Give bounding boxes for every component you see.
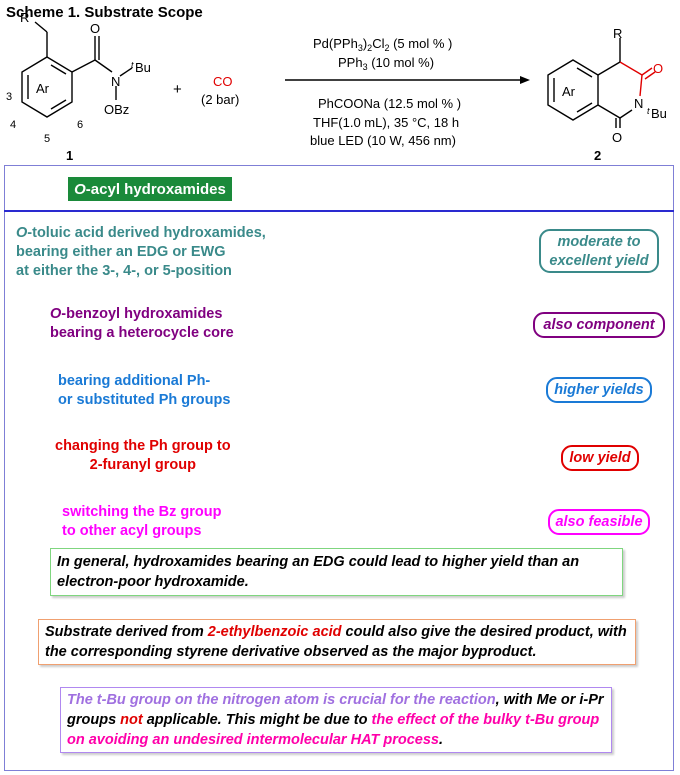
row-furanyl-description: changing the Ph group to 2-furanyl group xyxy=(55,438,231,473)
row-toluic-description: O-toluic acid derived hydroxamides, bear… xyxy=(16,225,266,279)
product-o2-label: O xyxy=(612,130,622,145)
product-2 xyxy=(547,38,633,128)
note-ethylbenzoic: Substrate derived from 2-ethylbenzoic ac… xyxy=(38,619,636,665)
position-5: 5 xyxy=(44,133,50,145)
compound-1-label: 1 xyxy=(66,148,73,163)
substrate-1 xyxy=(21,21,133,118)
plus-sign: + xyxy=(173,81,182,98)
substrate-tbu-label: Bu xyxy=(135,60,151,75)
product-t-label: t xyxy=(647,106,650,116)
co-reagent: CO xyxy=(213,74,233,89)
condition-ligand: PPh3 (10 mol %) xyxy=(338,55,434,72)
product-ar-label: Ar xyxy=(562,84,576,99)
note-edg: In general, hydroxamides bearing an EDG … xyxy=(50,548,623,596)
substrate-obz-label: OBz xyxy=(104,102,129,117)
product-n-label: N xyxy=(634,96,643,111)
o-acyl-hydroxamides-tag: O-acyl hydroxamides xyxy=(68,177,232,201)
badge-also-component: also component xyxy=(533,312,665,338)
substrate-r-label: R xyxy=(20,10,29,25)
product-r-label: R xyxy=(613,26,622,41)
position-4: 4 xyxy=(10,119,16,131)
compound-2-label: 2 xyxy=(594,148,601,163)
scheme-title: Scheme 1. Substrate Scope xyxy=(6,4,203,21)
note-tbu: The t-Bu group on the nitrogen atom is c… xyxy=(60,687,612,753)
reaction-scheme: R Ar O N t Bu OBz 3 4 5 6 1 + CO (2 bar)… xyxy=(6,10,667,163)
condition-solvent: THF(1.0 mL), 35 °C, 18 h xyxy=(313,115,459,130)
row-benzoyl-description: O-benzoyl hydroxamides bearing a heteroc… xyxy=(50,306,234,341)
position-3: 3 xyxy=(6,91,12,103)
substrate-ar-label: Ar xyxy=(36,81,50,96)
condition-catalyst: Pd(PPh3)2Cl2 (5 mol % ) xyxy=(313,36,452,53)
substrate-o-label: O xyxy=(90,21,100,36)
product-tbu-label: Bu xyxy=(651,106,667,121)
substrate-t-label: t xyxy=(131,60,134,70)
condition-light: blue LED (10 W, 456 nm) xyxy=(310,133,456,148)
position-6: 6 xyxy=(77,119,83,131)
row-acyl-description: switching the Bz group to other acyl gro… xyxy=(62,504,222,539)
badge-low-yield: low yield xyxy=(561,445,639,471)
product-o1-label: O xyxy=(653,61,663,76)
scope-panel xyxy=(4,165,674,771)
substrate-n-label: N xyxy=(111,74,120,89)
condition-additive: PhCOONa (12.5 mol % ) xyxy=(318,96,461,111)
badge-moderate-yield: moderate to excellent yield xyxy=(539,229,659,273)
row-ph-description: bearing additional Ph- or substituted Ph… xyxy=(58,373,231,408)
co-pressure: (2 bar) xyxy=(201,92,239,107)
header-divider xyxy=(4,210,674,212)
badge-higher-yields: higher yields xyxy=(546,377,652,403)
badge-also-feasible: also feasible xyxy=(548,509,650,535)
